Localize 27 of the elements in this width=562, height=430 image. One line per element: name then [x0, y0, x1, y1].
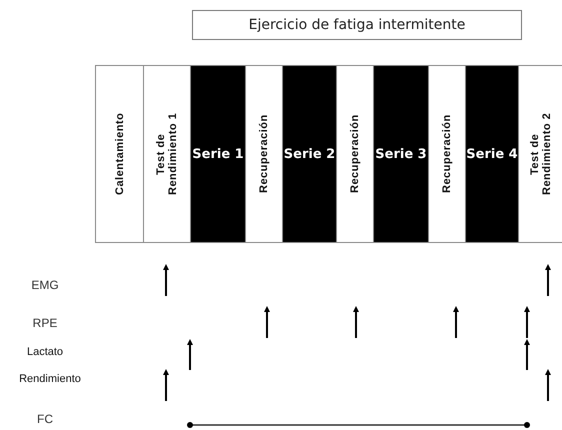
- measure-label: RPE: [32, 316, 58, 330]
- series-column: [190, 65, 245, 243]
- phase-column: [428, 65, 465, 243]
- phase-label: Test de Rendimiento 1: [155, 112, 179, 198]
- measure-label: EMG: [30, 278, 60, 292]
- phase-column: [95, 65, 143, 243]
- measure-label: FC: [36, 412, 54, 426]
- series-column: [282, 65, 336, 243]
- title-box: [192, 10, 522, 40]
- phase-label: Recuperación: [258, 114, 270, 196]
- phase-column: [245, 65, 282, 243]
- series-label: Serie 1: [192, 146, 244, 162]
- measure-label: Lactato: [26, 346, 64, 358]
- phase-label: Recuperación: [441, 114, 453, 196]
- phase-label: Test de Rendimiento 2: [528, 112, 552, 198]
- title-text: Ejercicio de fatiga intermitente: [248, 17, 466, 33]
- series-column: [373, 65, 428, 243]
- series-label: Serie 4: [466, 146, 518, 162]
- phase-label: Recuperación: [349, 114, 361, 196]
- phase-column: [143, 65, 190, 243]
- series-label: Serie 2: [284, 146, 336, 162]
- phase-column: [336, 65, 373, 243]
- phase-column: [518, 65, 562, 243]
- series-column: [465, 65, 518, 243]
- measure-label: Rendimiento: [18, 373, 82, 385]
- series-label: Serie 3: [375, 146, 427, 162]
- phase-label: Calentamiento: [114, 112, 126, 198]
